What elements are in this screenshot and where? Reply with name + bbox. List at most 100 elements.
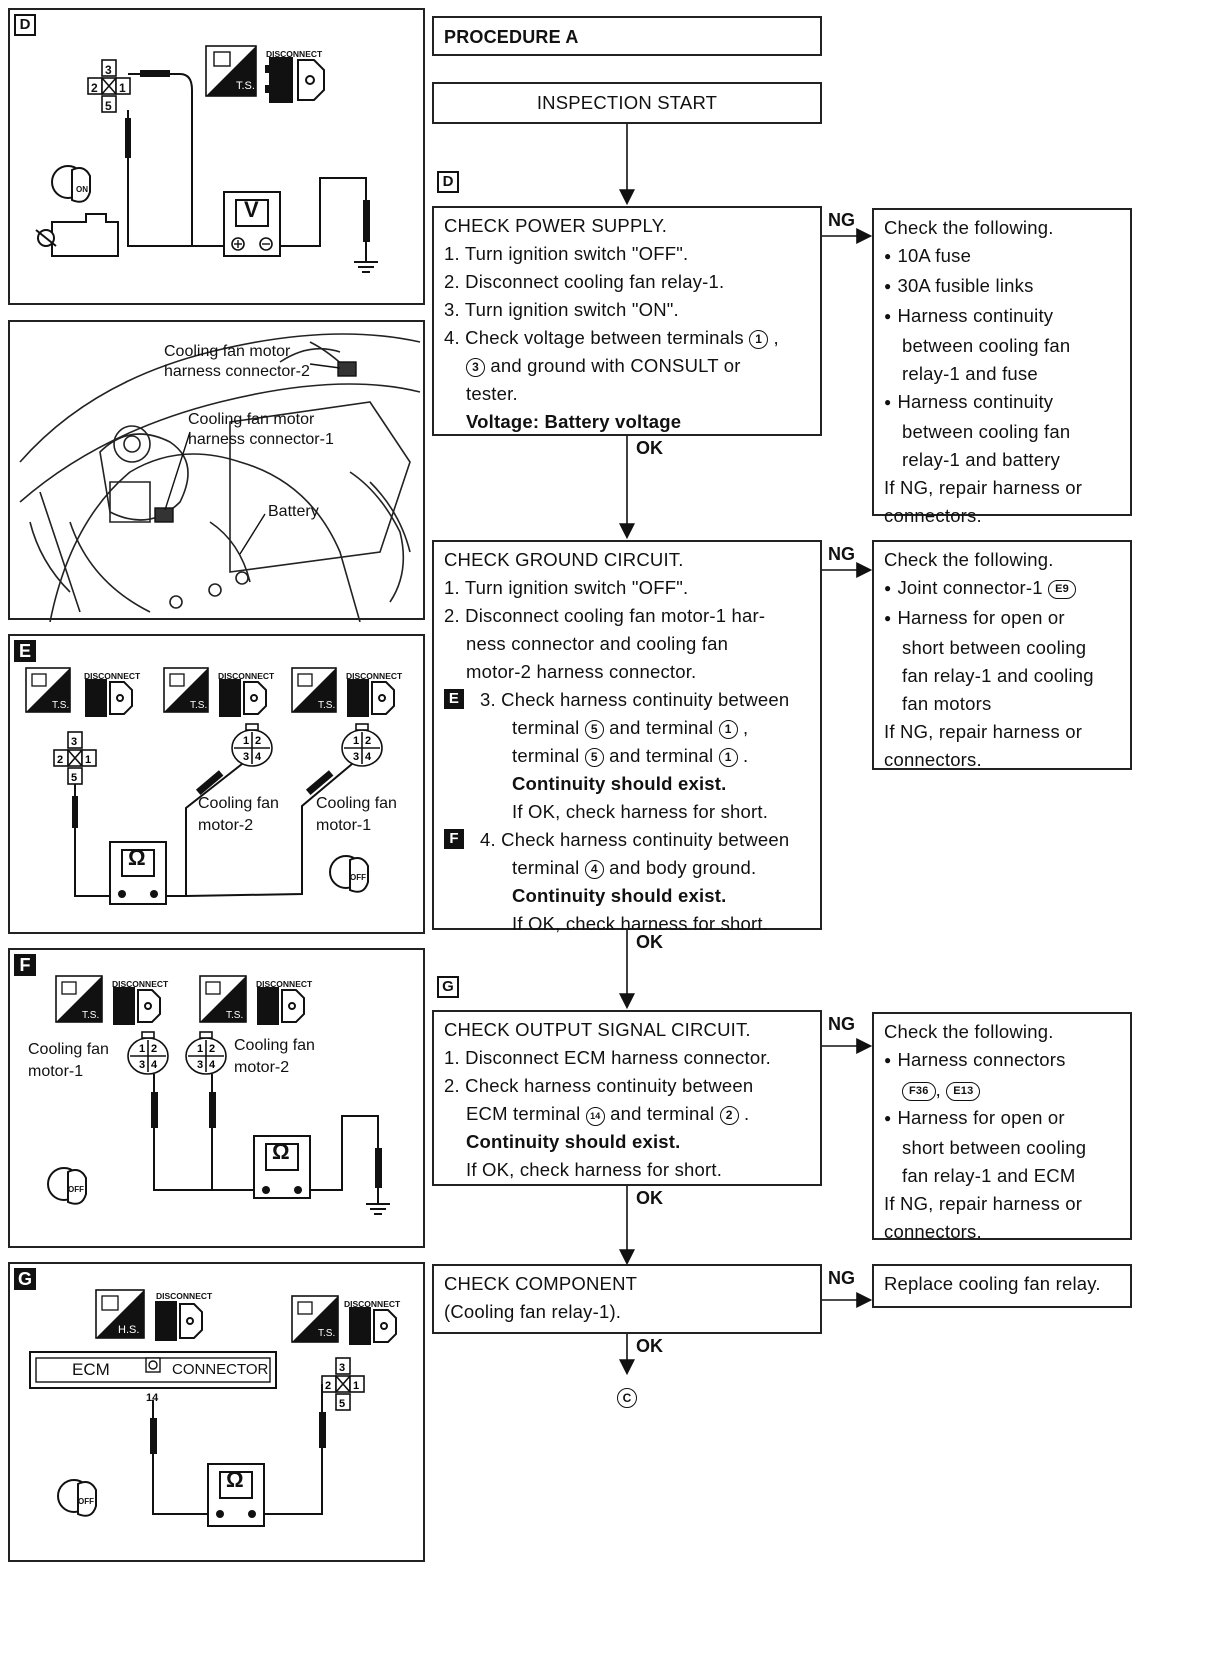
relay-pin-3: 3: [105, 63, 112, 77]
test-symbol-icon: [291, 1295, 339, 1343]
ignition-key-icon: [57, 1479, 97, 1517]
ng-text: Joint connector-1: [897, 577, 1043, 598]
connector-2-icon: [337, 361, 357, 377]
step-text: and ground with CONSULT or: [490, 355, 741, 376]
terminal-1-symbol: 1: [749, 330, 769, 349]
step-tag-f: F: [444, 829, 464, 849]
label-connector-2-line1: Cooling fan motor: [164, 343, 291, 360]
step-spec: Continuity should exist.: [466, 1131, 681, 1152]
svg-text:2: 2: [151, 1043, 157, 1055]
step-title: CHECK GROUND CIRCUIT.: [444, 549, 684, 570]
key-off-label: OFF: [68, 1185, 84, 1194]
disconnect-icon: [155, 1301, 203, 1341]
ng-item: 30A fusible links: [884, 272, 1120, 302]
meter-label: V: [244, 197, 259, 222]
ng-label: NG: [828, 544, 855, 564]
step-line: 2. Disconnect cooling fan motor-1 har-: [444, 605, 766, 626]
panel-tag: E: [14, 640, 36, 662]
step-line: 3. Turn ignition switch "ON".: [444, 299, 679, 320]
relay-connector-icon: [87, 59, 131, 113]
disconnect-icon: [219, 679, 267, 717]
motor-1-connector-icon: [341, 723, 383, 767]
terminal-1-symbol: 1: [718, 720, 738, 739]
test-symbol-icon: [205, 45, 257, 97]
disconnect-label: DISCONNECT: [256, 979, 313, 989]
step-spec: Continuity should exist.: [512, 773, 727, 794]
ng-box-component: Replace cooling fan relay.: [872, 1264, 1132, 1308]
svg-text:3: 3: [353, 751, 359, 763]
key-on-label: ON: [76, 185, 88, 194]
step-check-component: CHECK COMPONENT (Cooling fan relay-1).: [432, 1264, 822, 1334]
test-symbol-icon: [25, 667, 71, 713]
svg-text:3: 3: [71, 736, 77, 748]
ng-footer: connectors.: [884, 1221, 982, 1242]
panel-tag: G: [14, 1268, 36, 1290]
step-spec: Voltage: Battery voltage: [466, 411, 682, 432]
disconnect-icon: [257, 987, 305, 1025]
step-text: terminal: [512, 717, 580, 738]
ng-item-cont: between cooling fan: [902, 335, 1071, 356]
engine-icon: [35, 213, 119, 257]
step-text: terminal: [512, 745, 580, 766]
ng-footer: If NG, repair harness or: [884, 1193, 1083, 1214]
step-line: 1. Disconnect ECM harness connector.: [444, 1047, 771, 1068]
motor-1-connector-icon: [127, 1031, 169, 1075]
pin-14-label: 14: [146, 1392, 159, 1404]
disconnect-icon: [265, 57, 325, 103]
ng-footer: If NG, repair harness or: [884, 477, 1083, 498]
step-line: 4. Check voltage between terminals 1 ,: [444, 327, 779, 349]
ng-footer: If NG, repair harness or: [884, 721, 1083, 742]
motor-2-connector-icon: [231, 723, 273, 767]
motor-2-label-line2: motor-2: [198, 817, 254, 834]
step-title: CHECK OUTPUT SIGNAL CIRCUIT.: [444, 1019, 751, 1040]
disconnect-icon: [347, 679, 395, 717]
svg-text:1: 1: [353, 1380, 359, 1392]
step-line: (Cooling fan relay-1).: [444, 1301, 622, 1322]
ng-item: Harness for open or: [884, 1104, 1120, 1134]
svg-text:2: 2: [209, 1043, 215, 1055]
terminal-5-symbol: 5: [584, 720, 604, 739]
ng-title: Check the following.: [884, 549, 1054, 570]
relay-pin-2: 2: [91, 81, 98, 95]
disconnect-label: DISCONNECT: [266, 49, 323, 59]
svg-text:1: 1: [85, 754, 91, 766]
svg-text:3: 3: [243, 751, 249, 763]
test-symbol-icon: [291, 667, 337, 713]
step-line: F 4. Check harness continuity between: [444, 826, 810, 854]
step-line: ness connector and cooling fan: [466, 633, 729, 654]
motor-2-label-line2: motor-2: [234, 1059, 290, 1076]
ng-item-cont: fan motors: [902, 693, 992, 714]
ng-label: NG: [828, 1268, 855, 1288]
test-symbol-icon: [55, 975, 103, 1023]
step-spec: Continuity should exist.: [512, 885, 727, 906]
step-line: terminal 5 and terminal 1 ,: [512, 717, 749, 739]
step-line: If OK, check harness for short.: [466, 1159, 723, 1180]
step-text: 3. Check harness continuity between: [480, 689, 790, 710]
ts-label: T.S.: [318, 1328, 336, 1339]
ng-box-power-supply: Check the following. 10A fuse 30A fusibl…: [872, 208, 1132, 526]
connector-label: CONNECTOR: [172, 1361, 269, 1378]
engine-bay-illustration: [19, 333, 421, 622]
label-connector-1-line2: harness connector-1: [188, 431, 334, 448]
step-line: motor-2 harness connector.: [466, 661, 697, 682]
ohmmeter-icon: [207, 1463, 265, 1527]
terminal-3-symbol: 3: [466, 358, 485, 377]
motor-2-label-line1: Cooling fan: [198, 795, 279, 812]
ng-label: NG: [828, 1014, 855, 1034]
svg-text:1: 1: [353, 735, 359, 747]
test-symbol-icon: [199, 975, 247, 1023]
disconnect-label: DISCONNECT: [156, 1291, 213, 1301]
connector-e9-symbol: E9: [1048, 580, 1076, 599]
body-ground-continuity-diagram: 1 2 3 4 1 2 3 4: [47, 975, 390, 1215]
ground-icon: [366, 1188, 390, 1215]
ng-item: Harness for open or: [884, 604, 1120, 634]
step-text: 4. Check harness continuity between: [480, 829, 790, 850]
ts-label: T.S.: [236, 80, 255, 92]
disconnect-label: DISCONNECT: [218, 671, 275, 681]
svg-text:1: 1: [139, 1043, 145, 1055]
step-check-power-supply: CHECK POWER SUPPLY. 1. Turn ignition swi…: [432, 206, 822, 436]
relay-connector-icon: [321, 1357, 365, 1411]
ok-label: OK: [636, 932, 663, 952]
ng-box-ground-circuit: Check the following. Joint connector-1 E…: [872, 540, 1132, 770]
svg-text:4: 4: [209, 1059, 216, 1071]
